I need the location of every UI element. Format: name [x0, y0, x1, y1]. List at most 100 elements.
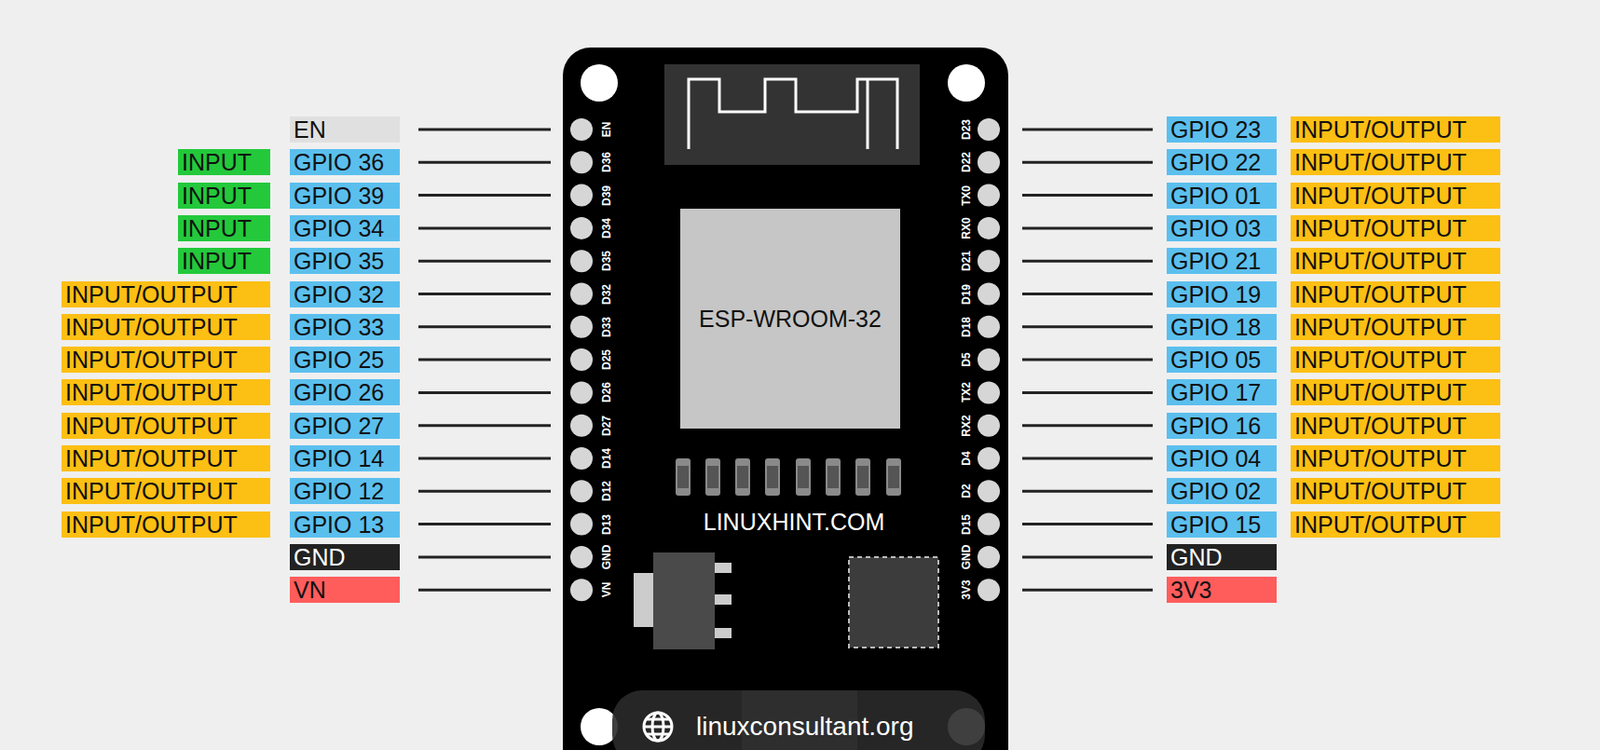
pin-hole [570, 283, 593, 306]
mode-label: INPUT/OUTPUT [61, 379, 271, 406]
gpio-label: GPIO 16 [1166, 412, 1277, 439]
pin-hole [570, 249, 593, 273]
silkscreen-pin-name: D39 [600, 185, 614, 206]
gpio-label: GPIO 02 [1166, 478, 1277, 505]
tag-text: INPUT/OUTPUT [1290, 478, 1471, 505]
gpio-label: GPIO 33 [289, 314, 400, 341]
mode-label: INPUT/OUTPUT [1290, 412, 1501, 439]
tag-text: INPUT/OUTPUT [61, 445, 242, 472]
tag-text: GPIO 19 [1166, 281, 1265, 308]
leader-line [418, 292, 551, 296]
tag-text: INPUT/OUTPUT [61, 281, 242, 308]
tag-text: GPIO 25 [289, 346, 388, 373]
leader-line [1022, 522, 1153, 526]
tag-text: GPIO 32 [289, 281, 388, 308]
pin-hole [570, 315, 593, 339]
leader-line [418, 588, 551, 592]
leader-line [418, 423, 551, 427]
silkscreen-pin-name: D4 [959, 451, 973, 465]
leader-line [418, 457, 551, 461]
leader-line [1022, 391, 1153, 395]
tag-text: INPUT/OUTPUT [1290, 281, 1471, 308]
gpio-label: GPIO 36 [289, 149, 400, 176]
silkscreen-pin-name: D32 [600, 283, 614, 304]
leader-line [418, 325, 551, 329]
tag-text: GPIO 14 [289, 445, 388, 472]
silkscreen-pin-name: GND [959, 545, 973, 571]
silkscreen-pin-name: RX0 [959, 217, 973, 239]
tag-text: GPIO 01 [1166, 182, 1265, 209]
tag-text: INPUT [177, 182, 256, 209]
gpio-label: GPIO 18 [1166, 314, 1277, 341]
gpio-label: GPIO 21 [1166, 247, 1277, 274]
gpio-label: GPIO 15 [1166, 511, 1277, 538]
tag-text: VN [289, 576, 330, 603]
leader-line [1022, 259, 1153, 263]
silkscreen-pin-name: 3V3 [959, 580, 973, 601]
mode-label: INPUT [177, 182, 271, 209]
tag-text: GPIO 23 [1166, 116, 1265, 143]
tag-text: GND [1166, 544, 1227, 571]
mode-label: INPUT/OUTPUT [61, 478, 271, 505]
silkscreen-pin-name: EN [600, 122, 614, 138]
tag-text: GPIO 16 [1166, 412, 1265, 439]
tag-text: INPUT [177, 247, 256, 274]
tag-text: EN [289, 116, 330, 143]
pin-hole [977, 348, 1000, 371]
pin-hole [570, 414, 593, 438]
leader-line [1022, 292, 1153, 296]
leader-line [418, 490, 551, 493]
pin-hole [570, 118, 593, 141]
tag-text: GPIO 18 [1166, 314, 1265, 341]
gpio-label: GPIO 34 [289, 215, 400, 242]
mode-label: INPUT/OUTPUT [1290, 346, 1501, 373]
mode-label: INPUT/OUTPUT [1290, 215, 1501, 242]
pin-hole [570, 546, 593, 569]
gpio-label: GPIO 35 [289, 247, 400, 274]
leader-line [418, 161, 551, 165]
mode-label: INPUT/OUTPUT [1290, 379, 1501, 406]
silkscreen-pin-name: D34 [600, 218, 614, 239]
tag-text: GPIO 05 [1166, 346, 1265, 373]
tag-text: INPUT/OUTPUT [1290, 149, 1471, 176]
tag-text: INPUT/OUTPUT [61, 478, 242, 505]
leader-line [1022, 226, 1153, 230]
gpio-label: GPIO 05 [1166, 346, 1277, 373]
pin-hole [977, 513, 1000, 536]
silkscreen-pin-name: D22 [959, 151, 973, 173]
gpio-label: GPIO 19 [1166, 281, 1277, 308]
module-chip: ESP-WROOM-32 [680, 208, 901, 429]
mode-label: INPUT/OUTPUT [61, 314, 271, 341]
silkscreen-pin-name: D25 [600, 349, 614, 370]
pin-hole [977, 249, 1000, 273]
silkscreen-pin-name: VN [600, 582, 614, 599]
mode-label: INPUT [177, 247, 271, 274]
pin-hole [570, 348, 593, 371]
mode-label: INPUT/OUTPUT [1290, 281, 1501, 308]
tag-text: INPUT/OUTPUT [1290, 116, 1471, 143]
board-brand: LINUXHINT.COM [703, 507, 885, 536]
leader-line [1022, 555, 1153, 559]
ground-label: GND [1166, 544, 1277, 571]
leader-line [418, 522, 551, 526]
mode-label: INPUT/OUTPUT [61, 412, 271, 439]
tag-text: GPIO 02 [1166, 478, 1265, 505]
gpio-label: GPIO 01 [1166, 182, 1277, 209]
silkscreen-pin-name: D14 [600, 448, 614, 469]
gpio-label: GPIO 25 [289, 346, 400, 373]
pin-hole [570, 150, 593, 174]
tag-text: INPUT [177, 215, 256, 242]
gpio-label: GPIO 14 [289, 445, 400, 472]
gpio-label: GPIO 17 [1166, 379, 1277, 406]
gpio-label: GPIO 39 [289, 182, 400, 209]
pin-hole [570, 578, 593, 602]
silkscreen-pin-name: TX2 [959, 382, 973, 403]
pin-hole [977, 184, 1000, 207]
gpio-label: GPIO 13 [289, 511, 400, 538]
mode-label: INPUT/OUTPUT [1290, 149, 1501, 176]
tag-text: INPUT/OUTPUT [61, 412, 242, 439]
pin-hole [977, 546, 1000, 569]
silkscreen-pin-name: D26 [600, 382, 614, 403]
leader-line [1022, 423, 1153, 427]
